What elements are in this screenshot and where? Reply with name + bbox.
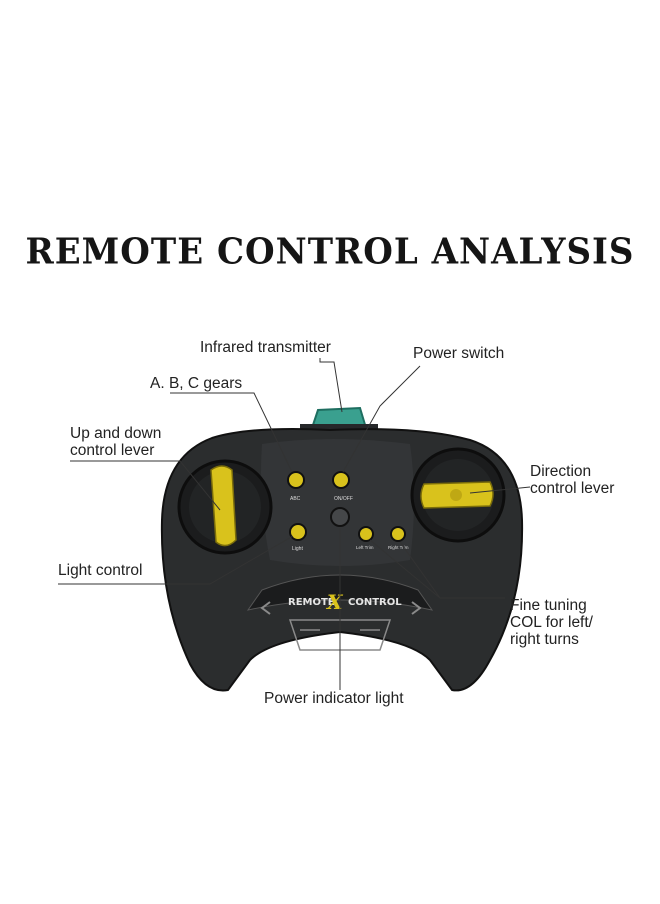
leader-fine-tuning-2 (399, 541, 441, 599)
gear-tiny-label: ABC (290, 496, 301, 502)
callout-power-switch: Power switch (413, 345, 505, 362)
callout-light-control: Light control (58, 562, 143, 579)
power-switch-button (332, 471, 350, 489)
right-trim-tiny-label: Right Trim (388, 545, 409, 550)
left-trim-button (358, 526, 374, 542)
callout-up-down-lever: Up and down control lever (70, 425, 162, 459)
direction-lever-knob (450, 489, 462, 501)
callout-fine-tuning: Fine tuning COL for left/ right turns (510, 597, 593, 648)
lower-grille (288, 619, 392, 651)
light-button (289, 523, 307, 541)
light-tiny-label: Light (292, 546, 303, 552)
chevron-left-icon (260, 601, 271, 615)
leader-infrared (319, 358, 343, 413)
onoff-tiny-label: ON/OFF (334, 496, 353, 502)
leader-up-down (70, 460, 221, 511)
callout-power-indicator: Power indicator light (264, 690, 404, 707)
leader-power-switch (342, 365, 421, 473)
chevron-right-icon (411, 601, 422, 615)
callout-gears: A. B, C gears (150, 375, 243, 392)
callout-infrared-transmitter: Infrared transmitter (200, 339, 331, 356)
left-trim-tiny-label: Left Trim (356, 545, 374, 550)
brand-control-text: CONTROL (348, 597, 402, 608)
leader-lines (58, 358, 531, 690)
brand-remote-text: REMOTE (288, 597, 335, 608)
up-down-lever (210, 465, 237, 547)
gear-button (287, 471, 305, 489)
brand-x-mark: X (325, 590, 344, 614)
callout-direction-lever: Direction control lever (530, 463, 615, 497)
leader-light (58, 535, 294, 585)
leader-gears (170, 392, 293, 473)
diagram-title: REMOTE CONTROL ANALYSIS (25, 231, 635, 273)
right-trim-button (390, 526, 406, 542)
leader-direction (469, 486, 531, 494)
power-indicator-lens (330, 507, 350, 527)
